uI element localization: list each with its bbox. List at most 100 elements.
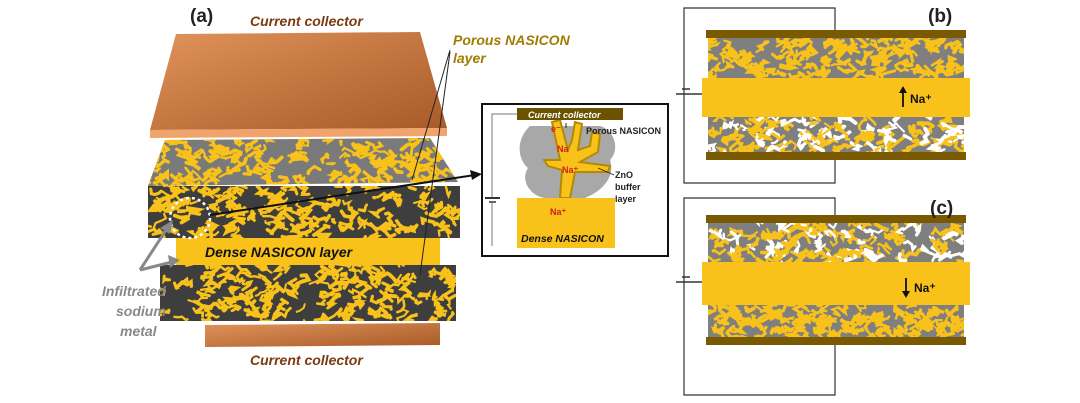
sodium-network-strand <box>433 310 445 318</box>
sodium-network-strand <box>936 321 946 330</box>
sodium-network-strand <box>191 186 199 193</box>
sodium-network-strand <box>776 38 790 44</box>
sodium-network-strand <box>158 198 172 212</box>
sodium-network-strand <box>951 39 963 55</box>
sodium-network-strand <box>801 117 807 124</box>
sodium-network-strand <box>813 308 828 316</box>
sodium-network-strand <box>167 201 183 211</box>
sodium-network-strand <box>301 176 316 186</box>
sodium-network-strand <box>312 223 331 237</box>
sodium-network-strand <box>313 317 330 321</box>
sodium-network-strand <box>250 306 261 315</box>
sodium-network-strand <box>879 52 891 60</box>
sodium-network-strand <box>334 186 343 189</box>
sodium-network-strand <box>454 157 458 166</box>
sodium-network-strand <box>880 69 897 78</box>
sodium-network-strand <box>209 171 222 185</box>
inset-electron-label: e⁻ <box>551 124 561 134</box>
sodium-network-strand <box>800 305 811 313</box>
sodium-network-strand <box>227 285 242 295</box>
sodium-network-strand <box>949 61 964 72</box>
sodium-network-strand <box>708 71 714 78</box>
sodium-network-strand <box>830 59 844 67</box>
sodium-network-strand <box>437 221 448 237</box>
sodium-network-strand <box>849 141 864 152</box>
sodium-network-strand <box>158 195 171 204</box>
sodium-network-strand <box>710 126 719 137</box>
sodium-network-strand <box>763 67 777 74</box>
sodium-network-strand <box>318 290 335 300</box>
sodium-network-strand <box>847 228 856 239</box>
dense-layer-label: Dense NASICON layer <box>205 244 354 260</box>
sodium-network-strand <box>742 146 752 152</box>
sodium-network-strand <box>369 149 390 156</box>
sodium-network-strand <box>162 274 171 285</box>
sodium-network-strand <box>175 172 184 182</box>
sodium-network-strand <box>396 273 417 286</box>
sodium-network-strand <box>151 143 160 153</box>
sodium-network-strand <box>760 229 775 239</box>
sodium-network-strand <box>930 136 947 147</box>
sodium-network-strand <box>429 162 437 175</box>
sodium-network-strand <box>204 265 221 270</box>
sodium-network-strand <box>427 186 436 191</box>
sodium-network-strand <box>399 272 411 286</box>
sodium-network-strand <box>775 223 786 233</box>
sodium-network-strand <box>940 121 957 134</box>
sodium-network-strand <box>767 118 785 125</box>
sodium-network-strand <box>871 318 884 327</box>
panel-c-label: (c) <box>930 198 953 219</box>
sodium-network-strand <box>384 156 399 168</box>
sodium-network-strand <box>751 313 757 321</box>
panel-a: (a) Current collector Dense NASICON laye… <box>102 6 571 368</box>
sodium-network-strand <box>708 255 721 262</box>
inset-na-ion-top-label: Na⁺ <box>562 165 579 175</box>
sodium-network-strand <box>184 160 202 171</box>
sodium-network-strand <box>789 72 804 78</box>
sodium-network-strand <box>272 271 283 281</box>
sodium-network-strand <box>887 50 900 57</box>
sodium-network-strand <box>890 223 899 230</box>
sodium-network-strand <box>172 213 191 225</box>
sodium-network-strand <box>438 204 452 213</box>
inset-collector <box>517 108 623 120</box>
panel-a-label: (a) <box>190 6 213 27</box>
sodium-network-strand <box>199 287 214 295</box>
sodium-network-strand <box>956 259 964 262</box>
sodium-network-strand <box>377 170 394 180</box>
sodium-network-strand <box>327 292 342 306</box>
sodium-network-strand <box>784 139 798 151</box>
porous-label-2: layer <box>453 50 487 66</box>
sodium-network-strand <box>885 329 895 337</box>
sodium-network-strand <box>272 219 284 229</box>
sodium-network-strand <box>351 316 365 321</box>
sodium-network-strand <box>339 277 357 284</box>
sodium-network-strand <box>714 146 727 152</box>
sodium-network-strand <box>724 60 735 69</box>
sodium-network-strand <box>231 153 241 164</box>
sodium-network-strand <box>853 316 871 326</box>
sodium-network-strand <box>857 118 868 131</box>
sodium-network-strand <box>370 167 381 183</box>
sodium-network-strand <box>227 187 240 196</box>
sodium-network-strand <box>170 180 188 186</box>
sodium-network-strand <box>936 238 949 255</box>
sodium-network-strand <box>751 321 764 329</box>
sodium-network-strand <box>186 169 203 181</box>
sodium-network-strand <box>243 286 258 302</box>
sodium-network-strand <box>710 233 721 242</box>
sodium-network-strand <box>444 274 455 286</box>
sodium-network-strand <box>355 143 370 153</box>
sodium-network-strand <box>924 38 936 47</box>
sodium-network-strand <box>241 279 254 292</box>
sodium-network-strand <box>843 252 858 262</box>
sodium-network-strand <box>264 289 275 300</box>
sodium-network-strand <box>752 117 769 125</box>
sodium-network-strand <box>396 299 406 314</box>
sodium-network-strand <box>826 134 845 144</box>
sodium-network-strand <box>765 227 785 240</box>
sodium-network-strand <box>900 39 912 52</box>
sodium-network-strand <box>326 301 338 310</box>
sodium-network-strand <box>739 49 753 64</box>
